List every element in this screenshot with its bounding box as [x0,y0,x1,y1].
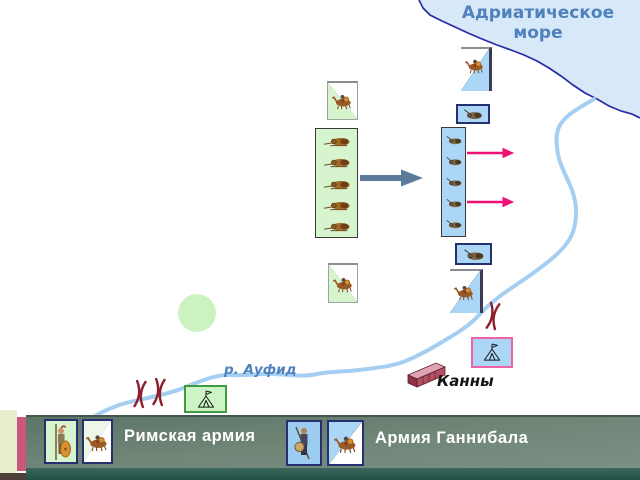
hannibal-flank-arrows [467,147,515,208]
legend-roman-cavalry-icon [82,419,113,464]
cavalry-icon [332,435,356,454]
hill-marker [178,294,216,332]
cavalry-icon [85,433,108,452]
cavalry-icon [331,276,353,293]
legend-roman-label: Римская армия [124,427,256,445]
warrior-icon [294,426,310,460]
roman-advance-arrow [360,169,423,187]
cavalry-icon [331,94,352,110]
town-label: Канны [437,372,494,390]
roman-infantry-line [315,128,358,238]
legend-hannibal-label: Армия Ганнибала [375,429,529,447]
hannibal-camp [471,337,513,368]
hannibal-cavalry-unit-south [450,269,483,313]
bridge-icon [152,377,166,407]
infantry-icon [322,137,350,147]
legend-roman-infantry-icon [44,419,78,464]
roman-cavalry-unit-south [328,263,358,303]
slide-edge-strip [0,410,17,473]
slide-corner [0,473,26,480]
legend-bar-edge [26,468,640,480]
tent-icon [197,390,214,408]
infantry-icon [322,222,350,232]
infantry-icon [463,109,483,120]
hannibal-infantry-line [441,127,466,237]
river-label: р. Ауфид [224,362,297,378]
roman-cavalry-unit-north [327,81,358,120]
infantry-icon [445,198,462,208]
legend-hannibal-infantry-icon [286,420,322,466]
infantry-icon [322,179,350,189]
roman-camp [184,385,227,413]
infantry-icon [322,158,350,168]
hannibal-cavalry-unit-north [461,47,492,91]
infantry-icon [463,248,484,261]
cavalry-icon [464,58,484,74]
legend-hannibal-cavalry-icon [327,420,364,466]
coastline [418,0,640,119]
infantry-icon [445,177,462,187]
infantry-icon [445,156,462,166]
legionary-icon [55,422,72,461]
slide-accent-strip [17,417,26,471]
cannae-town-icon [407,362,446,388]
infantry-icon [445,219,462,229]
hannibal-infantry-detachment-south [455,243,492,265]
hannibal-infantry-detachment-north [456,104,490,124]
cavalry-icon [453,285,474,301]
infantry-icon [322,201,350,211]
bridge-icon [133,379,147,409]
sea-label: Адриатическое море [461,3,615,44]
tent-icon [483,343,501,361]
sea-area [419,0,640,118]
infantry-icon [445,135,462,145]
